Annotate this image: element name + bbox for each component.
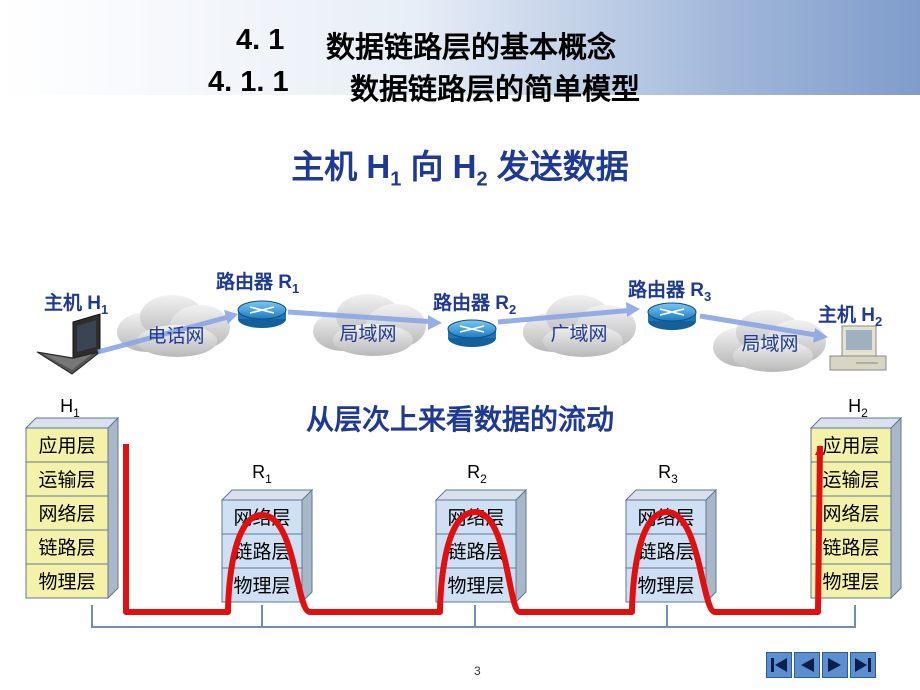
host-h1-label: 主机 H1 — [44, 293, 109, 317]
flow-title: 从层次上来看数据的流动 — [305, 404, 614, 435]
cloud-lan-1-label: 局域网 — [339, 323, 396, 345]
layer-label: 物理层 — [822, 571, 879, 593]
layer-label: 应用层 — [822, 435, 879, 457]
next-slide-button[interactable] — [822, 652, 848, 678]
subtitle: 主机 H1 向 H2 发送数据 — [291, 148, 629, 191]
layer-label: 链路层 — [233, 541, 290, 563]
first-slide-button[interactable] — [766, 652, 792, 678]
physical-link-line — [91, 605, 856, 628]
last-icon — [855, 658, 871, 672]
stack-top-face — [220, 489, 314, 501]
layer-label: 物理层 — [447, 575, 504, 597]
cloud-wan-label: 广域网 — [550, 323, 607, 345]
layer-label: 应用层 — [38, 435, 95, 457]
data-flow-line — [123, 444, 825, 615]
layer-label: 网络层 — [38, 503, 95, 525]
layer-box — [435, 567, 517, 603]
stack-side-face — [705, 488, 717, 604]
layer-label: 链路层 — [822, 537, 879, 559]
layer-box — [810, 563, 892, 599]
stack-label: R1 — [252, 462, 272, 486]
host-h2-label: 主机 H2 — [818, 305, 883, 329]
layer-label: 运输层 — [38, 469, 95, 491]
page-number: 3 — [474, 664, 481, 678]
layer-label: 物理层 — [637, 575, 694, 597]
layer-box — [25, 427, 109, 463]
router-r2-icon — [447, 319, 497, 348]
router-r1-label: 路由器 R1 — [216, 272, 300, 296]
stack-side-face — [890, 416, 902, 600]
first-icon — [771, 658, 787, 672]
stack-top-face — [434, 489, 528, 501]
laptop-icon — [36, 313, 101, 375]
layer-box — [25, 461, 109, 497]
layer-box — [25, 529, 109, 565]
next-icon — [828, 658, 841, 672]
title-line2-text: 数据链路层的简单模型 — [350, 74, 641, 106]
layer-box — [25, 495, 109, 531]
cloud-lan-2-label: 局域网 — [741, 333, 798, 355]
layer-box — [435, 499, 517, 535]
desktop-computer-icon — [829, 325, 887, 371]
title-line2-number: 4. 1. 1 — [208, 66, 289, 98]
stack-top-face — [624, 489, 718, 501]
prev-icon — [801, 658, 814, 672]
layer-box — [810, 461, 892, 497]
router-r3-label: 路由器 R3 — [628, 280, 712, 304]
layer-label: 链路层 — [447, 541, 504, 563]
previous-slide-button[interactable] — [794, 652, 820, 678]
data-path-arrows — [97, 302, 828, 355]
layer-label: 运输层 — [822, 469, 879, 491]
layer-label: 链路层 — [38, 537, 95, 559]
stack-label: R2 — [467, 462, 487, 486]
layer-label: 物理层 — [233, 575, 290, 597]
router-r2-label: 路由器 R2 — [433, 293, 517, 317]
title-line1-number: 4. 1 — [236, 24, 285, 56]
layer-label: 物理层 — [38, 571, 95, 593]
stack-label: R3 — [658, 462, 678, 486]
layer-label: 网络层 — [822, 503, 879, 525]
layer-box — [25, 563, 109, 599]
layer-label: 链路层 — [637, 541, 694, 563]
router-r3-icon — [647, 302, 697, 331]
last-slide-button[interactable] — [850, 652, 876, 678]
router-r1-icon — [237, 300, 287, 329]
stack-side-face — [515, 488, 527, 604]
layer-box — [221, 567, 303, 603]
title-banner — [0, 0, 920, 95]
layer-box — [625, 567, 707, 603]
cloud-phone-network-label: 电话网 — [147, 325, 204, 347]
title-line1-text: 数据链路层的基本概念 — [326, 32, 617, 64]
stack-side-face — [107, 416, 119, 600]
stack-side-face — [301, 488, 313, 604]
